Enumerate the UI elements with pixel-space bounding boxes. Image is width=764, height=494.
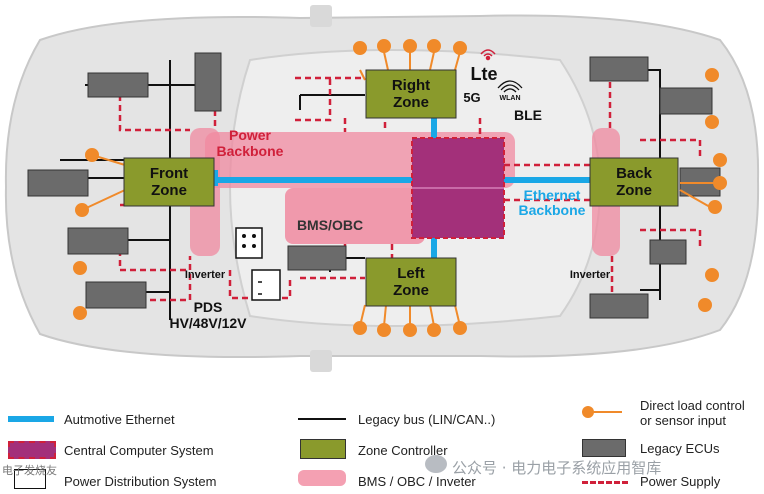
bms-obc-label: BMS/OBC: [297, 217, 363, 233]
legend: Autmotive Ethernet Central Computer Syst…: [0, 380, 764, 494]
legend-direct-load-swatch: [582, 406, 622, 418]
legend-bms-swatch: [298, 470, 346, 486]
corner-watermark: 电子发烧友: [2, 464, 57, 477]
legend-legacy-ecu-swatch: [582, 439, 626, 457]
wlan-label: WLAN: [500, 95, 521, 102]
legend-legacy-bus-swatch: [298, 418, 346, 420]
inverter-right-label: Inverter: [570, 269, 611, 281]
pds-label: PDS: [194, 299, 223, 315]
legend-legacy-bus-label: Legacy bus (LIN/CAN..): [358, 412, 496, 427]
legend-zone-swatch: [300, 439, 346, 459]
left-zone-box: [365, 257, 457, 307]
legend-zone-label: Zone Controller: [358, 443, 448, 458]
central-computer: [411, 137, 505, 239]
legend-ethernet-label: Autmotive Ethernet: [64, 412, 175, 427]
legend-power-supply-label: Power Supply: [640, 474, 721, 489]
legend-legacy-ecu-label: Legacy ECUs: [640, 441, 720, 456]
legend-ethernet-swatch: [8, 416, 54, 422]
legend-central-swatch: [8, 441, 56, 459]
right-zone-box: [365, 69, 457, 119]
direct-load-dots: [73, 39, 727, 337]
back-zone-box: [589, 157, 679, 207]
lte-label: Lte: [471, 64, 498, 84]
watermark-text: 公众号 · 电力电子系统应用智库: [452, 459, 662, 477]
pds-icon: [235, 227, 281, 301]
five-g-label: 5G: [463, 90, 480, 105]
wechat-icon: [425, 455, 447, 473]
front-zone-box: [123, 157, 215, 207]
legend-direct-load-label: Direct load control or sensor input: [640, 398, 745, 428]
ble-label: BLE: [514, 107, 542, 123]
legend-pds-label: Power Distribution System: [64, 474, 217, 489]
zone-controllers: [123, 69, 679, 307]
legacy-ecus: [27, 52, 721, 319]
pds-voltage-label: HV/48V/12V: [169, 315, 247, 331]
legend-central-label: Central Computer System: [64, 443, 214, 458]
inverter-left-label: Inverter: [185, 269, 226, 281]
antenna-icon: [480, 49, 496, 61]
legend-pds-swatch: [14, 469, 46, 489]
wifi-icon: [497, 80, 523, 93]
legend-power-supply-swatch: [582, 481, 628, 484]
legend-bms-label: BMS / OBC / Inveter: [358, 474, 476, 489]
